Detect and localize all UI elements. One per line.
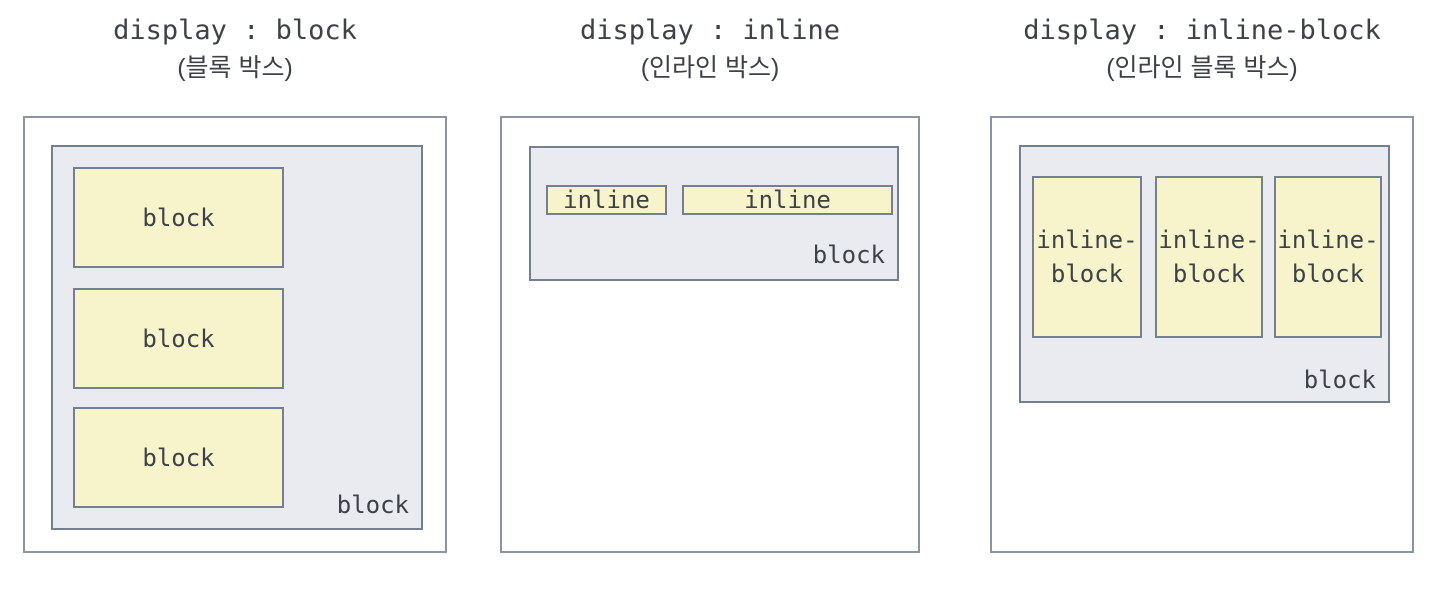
outer-wrapper-box: inline inline block <box>500 116 920 553</box>
inline-block-child-box: inline-block <box>1032 176 1142 338</box>
block-child-box: block <box>73 167 284 268</box>
block-container-label: block <box>812 241 885 269</box>
block-child-box: block <box>73 407 284 508</box>
outer-wrapper-box: inline-block inline-block inline-block b… <box>990 116 1414 553</box>
panel-title-code: display : block <box>113 15 357 46</box>
block-container-box: inline-block inline-block inline-block b… <box>1019 145 1390 403</box>
panel-display-inline-block: display : inline-block (인라인 블록 박스) inlin… <box>990 0 1414 553</box>
block-child-box: block <box>73 288 284 389</box>
inline-child-box: inline <box>546 185 667 215</box>
panel-display-block: display : block (블록 박스) block block bloc… <box>23 0 447 553</box>
inline-block-child-box: inline-block <box>1155 176 1263 338</box>
block-container-label: block <box>1303 366 1376 394</box>
block-container-box: block block block block <box>51 145 423 530</box>
inline-child-box: inline <box>682 185 893 215</box>
panel-title-code: display : inline-block <box>1023 15 1381 46</box>
block-container-box: inline inline block <box>529 146 899 281</box>
panel-title-code: display : inline <box>579 15 841 46</box>
inline-block-child-box: inline-block <box>1274 176 1382 338</box>
outer-wrapper-box: block block block block <box>23 116 447 553</box>
panel-subtitle-korean: (블록 박스) <box>177 54 293 82</box>
panel-subtitle-korean: (인라인 박스) <box>640 54 780 82</box>
block-container-label: block <box>336 491 409 519</box>
panel-display-inline: display : inline (인라인 박스) inline inline … <box>500 0 920 553</box>
panel-subtitle-korean: (인라인 블록 박스) <box>1106 54 1298 82</box>
